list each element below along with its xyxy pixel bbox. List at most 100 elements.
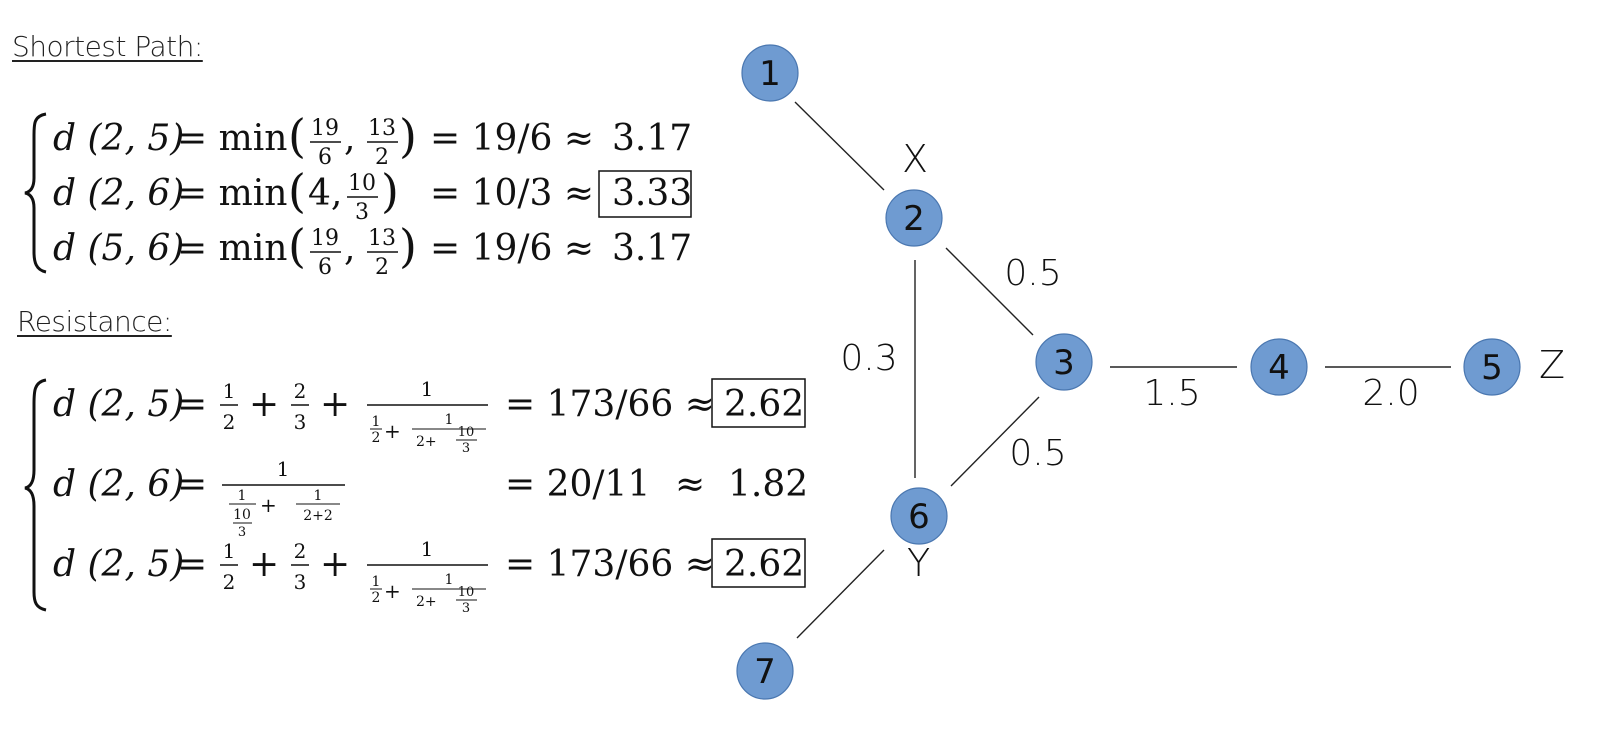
res-row-2-approx-sign: ≈: [675, 464, 705, 505]
node-label: 3: [1053, 343, 1075, 383]
paren-close: ): [399, 109, 417, 163]
node-label: 4: [1268, 348, 1290, 388]
frac-den: 2: [375, 145, 389, 170]
left-brace: [24, 112, 47, 274]
frac-den: 2: [223, 410, 236, 434]
node-label: 1: [759, 54, 781, 94]
label-y: Y: [907, 541, 930, 585]
edge-1-2: [794, 101, 885, 191]
nested-frac: 1: [372, 574, 381, 590]
nested-frac: 2+: [416, 434, 437, 450]
node-6: 6: [890, 487, 948, 545]
sp-row-1-lhs: d (2, 5): [53, 118, 184, 159]
res-row-3-approx: 2.62: [724, 544, 804, 585]
equals: =: [177, 544, 207, 585]
plus: +: [320, 544, 350, 585]
frac-num: 1: [421, 377, 434, 401]
answer-box: [711, 378, 806, 428]
frac-num: 10: [348, 171, 376, 196]
paren-open: (: [288, 164, 306, 218]
frac-den: 6: [318, 255, 332, 280]
edge-3-6: [950, 396, 1040, 487]
edge-weight-2-3: 0.5: [1004, 253, 1061, 294]
sp-row-1-min: = min: [177, 118, 287, 159]
node-4: 4: [1250, 338, 1308, 396]
graph-nodes: 1 2 3 4 5 6 7: [736, 44, 1521, 700]
edge-weight-3-4: 1.5: [1143, 373, 1200, 414]
nested-frac: 10: [458, 585, 475, 600]
node-circle: [1250, 338, 1308, 396]
edge-2-3: [945, 247, 1034, 336]
label-x: X: [902, 137, 928, 181]
sp-row-2-exact: = 10/3 ≈: [430, 173, 594, 214]
nested-frac: 1: [445, 412, 454, 428]
sp-row-1-approx: 3.17: [612, 118, 692, 159]
frac-num: 1: [421, 537, 434, 561]
sp-row-3: d (5, 6) = min ( 19 6 , 13 2 ) = 19/6 ≈ …: [53, 219, 692, 280]
sp-row-3-exact: = 19/6 ≈: [430, 228, 594, 269]
plus: +: [384, 579, 401, 603]
node-7: 7: [736, 642, 794, 700]
nested-frac: 1: [445, 572, 454, 588]
left-brace: [24, 378, 47, 612]
plus: +: [384, 419, 401, 443]
nested-frac: 1: [314, 488, 323, 504]
edge-6-7: [796, 549, 885, 639]
nested-frac: 2+: [416, 594, 437, 610]
comma: ,: [344, 118, 355, 159]
paren-close: ): [381, 164, 399, 218]
frac-num: 2: [294, 539, 307, 563]
resistance-equations: d (2, 5) = 1 2 + 2 3 + 1 1 2 + 1 2+ 10 3…: [24, 377, 808, 616]
sp-row-2-plain: 4,: [308, 173, 342, 214]
graph-edges: [794, 101, 1451, 639]
frac-num: 2: [294, 379, 307, 403]
res-row-2-exact: = 20/11: [505, 464, 650, 505]
node-3: 3: [1035, 333, 1093, 391]
nested-frac: 10: [458, 425, 475, 440]
frac-den: 2: [375, 255, 389, 280]
res-row-1-lhs: d (2, 5): [53, 384, 184, 425]
frac-num: 13: [368, 116, 396, 141]
sp-row-2-approx: 3.33: [612, 173, 692, 214]
frac-den: 3: [294, 410, 307, 434]
node-circle: [736, 642, 794, 700]
sp-row-1-exact: = 19/6 ≈: [430, 118, 594, 159]
res-row-2-lhs: d (2, 6): [53, 464, 184, 505]
res-row-2-approx: 1.82: [728, 464, 808, 505]
nested-frac: 2: [372, 590, 381, 606]
equals: =: [177, 384, 207, 425]
nested-frac: 1: [372, 414, 381, 430]
res-row-1-exact: = 173/66 ≈: [505, 384, 715, 425]
frac-num: 19: [311, 226, 339, 251]
frac-den: 3: [355, 200, 369, 225]
sp-row-3-approx: 3.17: [612, 228, 692, 269]
nested-frac: 1: [238, 488, 247, 504]
frac-den: 6: [318, 145, 332, 170]
node-circle: [885, 189, 943, 247]
sp-row-2: d (2, 6) = min ( 4, 10 3 ) = 10/3 ≈ 3.33: [53, 164, 692, 225]
node-label: 2: [903, 199, 925, 239]
nested-frac: 2: [372, 430, 381, 446]
node-label: 5: [1481, 348, 1503, 388]
node-1: 1: [741, 44, 799, 102]
res-row-3: d (2, 5) = 1 2 + 2 3 + 1 1 2 + 1 2+ 10 3…: [53, 537, 806, 616]
frac-den: 3: [294, 570, 307, 594]
node-circle: [1035, 333, 1093, 391]
plus: +: [249, 384, 279, 425]
answer-box: [711, 538, 806, 588]
res-row-3-exact: = 173/66 ≈: [505, 544, 715, 585]
res-row-1-approx: 2.62: [724, 384, 804, 425]
frac-num: 1: [277, 457, 290, 481]
node-label: 6: [908, 497, 930, 537]
node-5: 5: [1463, 338, 1521, 396]
plus: +: [260, 493, 277, 517]
shortest-path-heading: Shortest Path:: [12, 30, 203, 63]
nested-frac: 3: [462, 601, 470, 616]
resistance-heading: Resistance:: [17, 305, 172, 338]
nested-frac: 2+2: [303, 508, 333, 524]
frac-num: 19: [311, 116, 339, 141]
node-circle: [890, 487, 948, 545]
